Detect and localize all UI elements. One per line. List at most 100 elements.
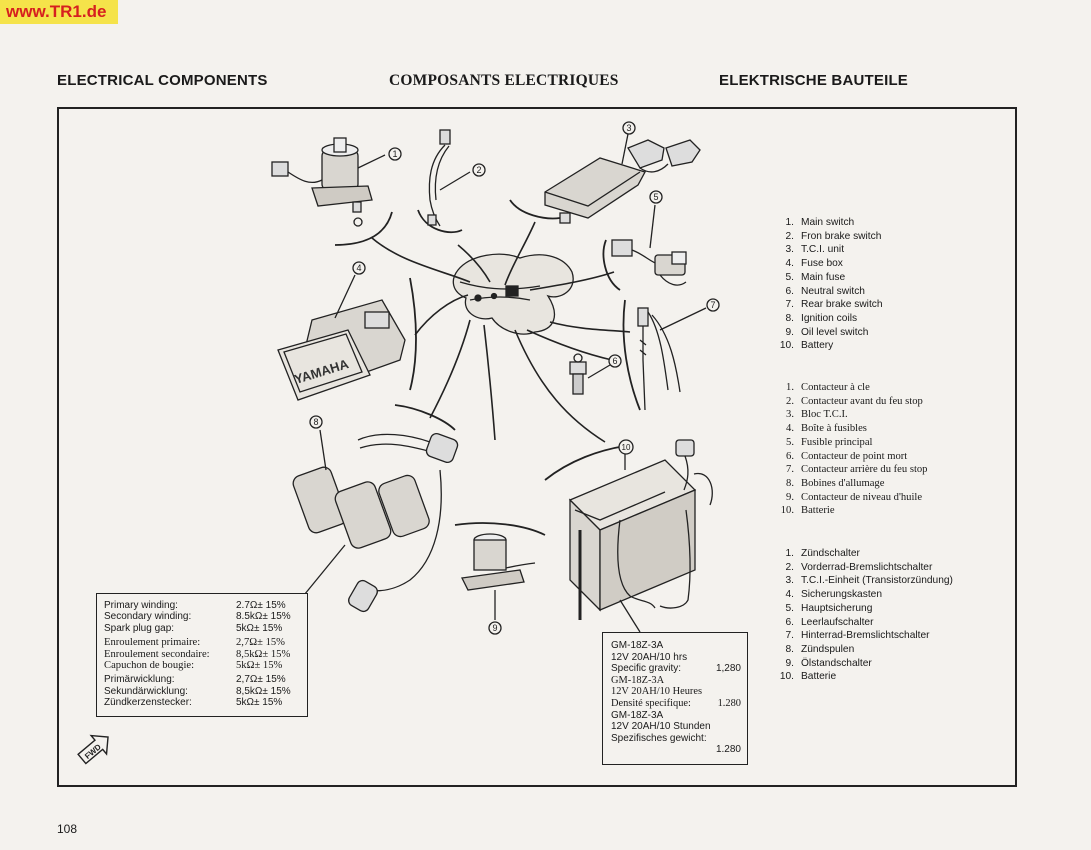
battery-spec-english: GM-18Z-3A 12V 20AH/10 hrs Specific gravi… [611, 640, 741, 675]
heading-english: ELECTRICAL COMPONENTS [57, 72, 268, 89]
legend-de-item-label: Zündspulen [801, 643, 855, 655]
tci-unit-drawing [544, 133, 701, 224]
legend-de-item-label: Leerlaufschalter [801, 616, 874, 628]
callout-7: 7 [706, 298, 720, 312]
resistance-label: Primärwicklung: [104, 674, 175, 686]
legend-de-item-label: T.C.I.-Einheit (Transistorzündung) [801, 575, 953, 587]
electrical-components-illustration: 1 2 3 4 5 6 7 8 9 10 YAMAHA [271, 121, 720, 635]
resistance-label: Enroulement secondaire: [104, 648, 210, 660]
legend-de-item-number: 3. [785, 575, 795, 587]
legend-fr-item-number: 6. [786, 450, 794, 462]
legend-de-item-label: Batterie [801, 671, 837, 683]
legend-fr-item-label: Contacteur de point mort [801, 450, 908, 462]
legend-fr-item-number: 9. [786, 491, 794, 503]
legend-fr-item-number: 2. [786, 395, 794, 407]
resistance-german: Primärwicklung: 2,7Ω± 15%Sekundärwicklung… [104, 674, 307, 708]
resistance-value: 8,5kΩ± 15% [236, 685, 291, 697]
heading-german: ELEKTRISCHE BAUTEILE [719, 72, 909, 89]
legend-de-item: 6. Leerlaufschalter [776, 616, 953, 630]
legend-de-item-number: 6. [785, 616, 795, 628]
legend-de-item-number: 2. [785, 561, 795, 573]
legend-de-item-number: 10. [779, 671, 794, 683]
callout-1: 1 [388, 147, 402, 161]
resistance-row-fr: Enroulement secondaire: 8,5kΩ± 15% [104, 649, 307, 660]
legend-en-item-label: Neutral switch [801, 285, 865, 297]
resistance-label: Secondary winding: [104, 611, 192, 623]
callout-9: 9 [488, 621, 502, 635]
legend-fr-item: 7.Contacteur arrière du feu stop [776, 463, 927, 477]
legend-de-item: 5.Hauptsicherung [776, 602, 953, 616]
legend-en-item-number: 5. [785, 271, 795, 283]
legend-de-item-label: Hinterrad-Bremslichtschalter [801, 630, 930, 642]
legend-de-item: 10. Batterie [776, 670, 953, 684]
resistance-row-en: Secondary winding:8.5kΩ± 15% [104, 611, 307, 622]
battery-rating-de: 12V 20AH/10 Stunden [611, 721, 711, 733]
legend-en-item: 5. Main fuse [776, 271, 883, 285]
resistance-value: 8,5kΩ± 15% [236, 648, 291, 660]
legend-fr-item: 9.Contacteur de niveau d'huile [776, 491, 927, 505]
resistance-label: Spark plug gap: [104, 622, 175, 634]
callout-6-label: 6 [612, 356, 617, 366]
callout-3-label: 3 [626, 123, 631, 133]
callout-2-label: 2 [476, 165, 481, 175]
legend-fr-item: 4.Boîte à fusibles [776, 422, 927, 436]
legend-fr-item-number: 5. [786, 436, 794, 448]
resistance-label: Enroulement primaire: [104, 637, 201, 649]
legend-fr-item-number: 7. [786, 464, 794, 476]
legend-fr-item-label: Contacteur à cle [801, 382, 870, 393]
legend-en-item-label: Main switch [801, 217, 855, 228]
gravity-value-en: 1,280 [715, 663, 741, 675]
legend-de-item-number: 4. [785, 589, 795, 601]
legend-en-item: 2.Fron brake switch [776, 230, 883, 244]
legend-de-item: 9.Ölstandschalter [776, 657, 953, 671]
resistance-label: Capuchon de bougie: [104, 660, 195, 672]
legend-en-item: 10.Battery [776, 339, 883, 353]
legend-fr-item-number: 1. [786, 382, 794, 393]
gravity-label-fr: Densité specifique: [611, 697, 691, 709]
battery-spec-french: GM-18Z-3A 12V 20AH/10 Heures Densité spe… [611, 675, 741, 710]
callout-5: 5 [649, 190, 663, 204]
resistance-value: 2,7Ω± 15% [236, 637, 285, 649]
resistance-row-de: Sekundärwicklung:8,5kΩ± 15% [104, 686, 307, 697]
resistance-value: 2,7Ω± 15% [236, 674, 286, 686]
callout-9-label: 9 [492, 623, 497, 633]
legend-fr-item: 5.Fusible principal [776, 436, 927, 450]
battery-model-fr: GM-18Z-3A [611, 674, 665, 686]
callout-4: 4 [352, 261, 366, 275]
callout-2: 2 [472, 163, 486, 177]
legend-en-item-label: Fron brake switch [801, 230, 882, 242]
legend-en-item: 3.T.C.I. unit [776, 243, 883, 257]
gravity-value-de: 1.280 [715, 744, 741, 756]
grouping-brackets [334, 199, 641, 536]
legend-fr-item-label: Bobines d'allumage [801, 477, 885, 489]
legend-fr-item: 3.Bloc T.C.I. [776, 408, 927, 422]
legend-en-item: 4.Fuse box [776, 257, 883, 271]
legend-en-item-number: 6. [785, 285, 795, 297]
callout-8: 8 [309, 415, 323, 429]
legend-fr-item-label: Contacteur avant du feu stop [801, 395, 923, 407]
battery-rating-en: 12V 20AH/10 hrs [611, 651, 688, 663]
legend-en-item: 7.Rear brake switch [776, 298, 883, 312]
legend-en-item-label: Fuse box [801, 258, 843, 270]
resistance-french: Enroulement primaire:2,7Ω± 15%Enroulemen… [104, 637, 307, 671]
ignition-coil-resistance-box: Primary winding:2.7Ω± 15%Secondary windi… [96, 593, 308, 717]
legend-de-item: 7. Hinterrad-Bremslichtschalter [776, 629, 953, 643]
callout-4-label: 4 [356, 263, 361, 273]
legend-de-item-number: 7. [785, 630, 795, 642]
callout-10: 10 [618, 439, 634, 455]
legend-en-item: 1.Main switch [776, 216, 883, 230]
legend-de-item: 8.Zündspulen [776, 643, 953, 657]
legend-de-item: 2. Vorderrad-Bremslichtschalter [776, 561, 953, 575]
legend-de-item-label: Vorderrad-Bremslichtschalter [801, 561, 933, 573]
legend-en-item-label: Main fuse [801, 271, 846, 283]
fuse-box-drawing [277, 274, 406, 401]
callout-markers: 1 2 3 4 5 6 7 8 9 10 [309, 121, 720, 635]
coil-leader [299, 544, 346, 601]
legend-fr-item-number: 8. [786, 477, 794, 489]
resistance-english: Primary winding:2.7Ω± 15%Secondary windi… [104, 600, 307, 634]
battery-model-de: GM-18Z-3A [611, 709, 664, 721]
callout-7-label: 7 [710, 300, 715, 310]
rear-brake-switch-drawing [637, 307, 707, 411]
